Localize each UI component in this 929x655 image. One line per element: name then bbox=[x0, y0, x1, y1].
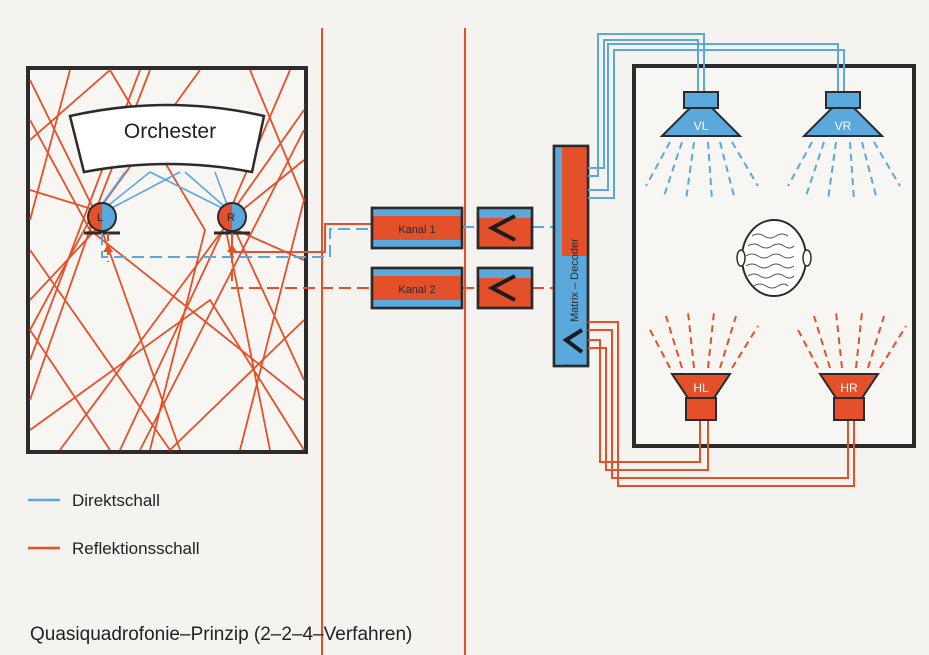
matrix-decoder: Matrix – Decoder bbox=[552, 144, 590, 368]
listener-head-icon bbox=[736, 219, 812, 297]
amplifier-2 bbox=[476, 266, 534, 310]
speaker-front-right: VR bbox=[787, 91, 901, 201]
speaker-rear-left: HL bbox=[647, 311, 759, 421]
decoder-amp-icon bbox=[562, 328, 584, 354]
speaker-vr-label: VR bbox=[835, 119, 852, 133]
direct-sound-rays bbox=[99, 171, 229, 211]
channel-1-label: Kanal 1 bbox=[398, 224, 435, 236]
speaker-hl-rays bbox=[647, 311, 759, 369]
channel-2-box: Kanal 2 bbox=[370, 266, 464, 310]
legend-direct-label: Direktschall bbox=[72, 491, 160, 510]
orchestra-stage bbox=[68, 103, 266, 174]
mic-arrows bbox=[103, 244, 237, 252]
speaker-front-left: VL bbox=[645, 91, 759, 201]
speaker-vl-rays bbox=[645, 141, 759, 201]
decoder-label: Matrix – Decoder bbox=[569, 238, 581, 322]
amplifier-2-icon bbox=[487, 274, 516, 302]
microphone-right: R bbox=[214, 202, 250, 235]
channel-1-box: Kanal 1 bbox=[370, 206, 464, 250]
microphone-left: L bbox=[84, 202, 120, 235]
speaker-hr-label: HR bbox=[840, 381, 858, 395]
diagram-caption: Quasiquadrofonie–Prinzip (2–2–4–Verfahre… bbox=[30, 624, 412, 645]
speaker-rear-right: HR bbox=[795, 311, 907, 421]
channel-2-label: Kanal 2 bbox=[398, 284, 435, 296]
speaker-hl-label: HL bbox=[693, 381, 709, 395]
amplifier-1 bbox=[476, 206, 534, 250]
legend-reflection-label: Reflektionsschall bbox=[72, 539, 200, 558]
speaker-hr-rays bbox=[795, 311, 907, 369]
speaker-vr-rays bbox=[787, 141, 901, 201]
mic-left-label: L bbox=[97, 212, 103, 224]
mic-right-label: R bbox=[227, 212, 235, 224]
amplifier-1-icon bbox=[487, 214, 516, 242]
speaker-vl-label: VL bbox=[694, 119, 709, 133]
speaker-wiring bbox=[588, 33, 855, 487]
orchestra-label: Orchester bbox=[124, 120, 216, 143]
